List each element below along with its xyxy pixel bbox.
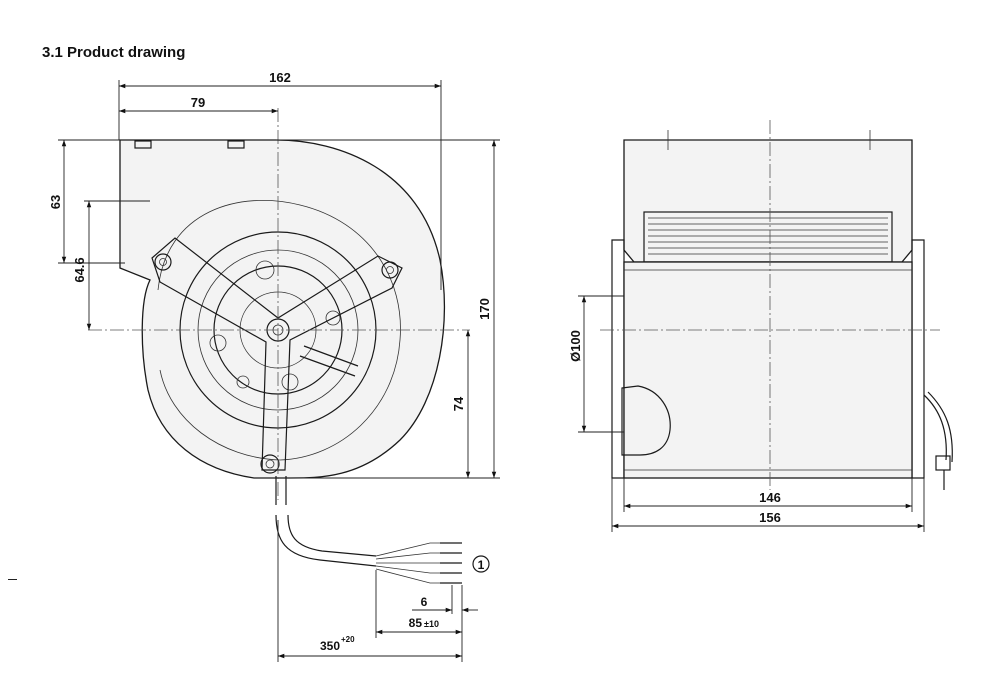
dim-depth-outer: 156 xyxy=(759,510,781,525)
wire-leads xyxy=(375,542,462,584)
motor-body xyxy=(623,261,913,479)
blade-lines xyxy=(648,217,888,255)
outlet-housing xyxy=(623,139,913,263)
inlet-ring xyxy=(621,385,671,456)
dim-overall-height: 170 xyxy=(477,298,492,320)
screw xyxy=(154,253,172,271)
dim-cable-length-tol: +20 xyxy=(341,635,355,644)
section-title: 3.1 Product drawing xyxy=(42,44,186,61)
callout-circle xyxy=(472,555,490,573)
housing-inner xyxy=(157,200,401,461)
dim-diameter: Ø100 xyxy=(568,330,583,362)
dim-depth-inner: 146 xyxy=(759,490,781,505)
dim-lead-end-tol: ±10 xyxy=(424,619,439,629)
side-cable xyxy=(923,391,953,463)
housing-tab xyxy=(227,140,245,149)
callout-label: 1 xyxy=(478,558,485,572)
dim-lead-end: 85 xyxy=(409,616,423,630)
dim-cable-length: 350 xyxy=(320,639,340,653)
side-view: Ø100 146 156 xyxy=(568,120,953,532)
screw xyxy=(381,261,399,279)
dim-lower-height: 74 xyxy=(451,396,466,411)
dim-overall-width: 162 xyxy=(269,70,291,85)
housing-outline xyxy=(119,139,446,479)
screw xyxy=(260,454,280,474)
dim-center-offset: 79 xyxy=(191,95,205,110)
cable-tube xyxy=(299,345,359,377)
dim-lead-strip: 6 xyxy=(421,595,428,609)
housing-tab xyxy=(134,140,152,149)
dim-inlet-offset: 64.6 xyxy=(72,257,87,282)
cable xyxy=(275,514,377,567)
margin-mark xyxy=(8,579,17,580)
dim-outlet-height: 63 xyxy=(48,195,63,209)
front-view: 1 162 79 63 64.6 170 74 6 xyxy=(48,70,500,662)
mounting-bracket xyxy=(151,237,403,471)
